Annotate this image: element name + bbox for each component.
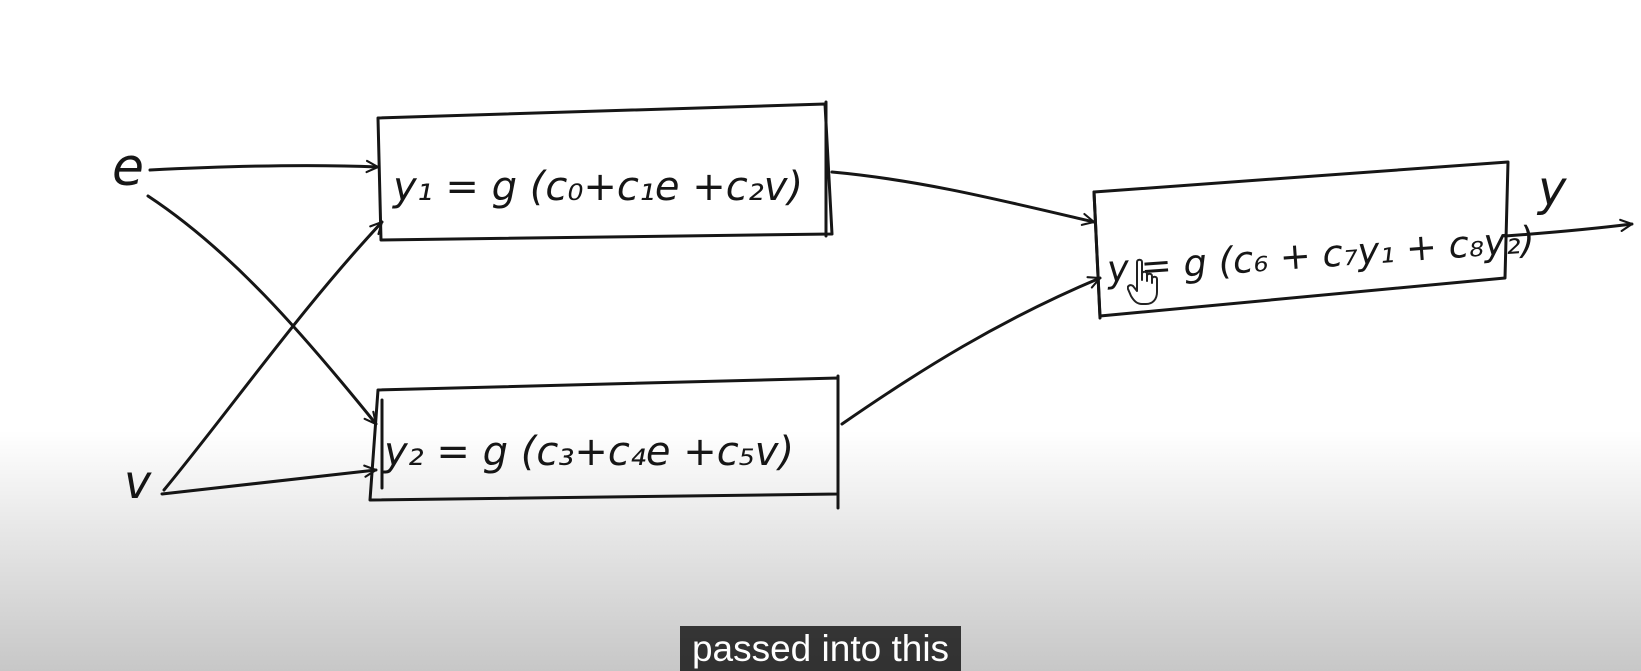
edge-e-to-y1 <box>148 159 380 174</box>
input-label-v: v <box>124 455 152 509</box>
edge-y-to-output <box>1503 218 1634 238</box>
caption-text: passed into this <box>679 626 962 671</box>
edge-y1-to-y <box>830 170 1096 226</box>
input-label-e: e <box>112 138 144 198</box>
node-equation-y2: y₂ = g (c₃+c₄e +c₅v) <box>383 429 794 475</box>
edge-y2-to-y <box>840 276 1102 426</box>
caption-bar: passed into this <box>0 626 1641 671</box>
output-label-y: y <box>1536 161 1567 217</box>
edge-v-to-y2 <box>160 464 378 496</box>
node-box-y1 <box>376 102 834 242</box>
edge-e-to-y2 <box>146 194 378 426</box>
node-equation-y1: y₁ = g (c₀+c₁e +c₂v) <box>392 164 803 210</box>
edge-v-to-y1 <box>162 220 384 492</box>
hand-pointer-icon <box>1127 258 1158 305</box>
